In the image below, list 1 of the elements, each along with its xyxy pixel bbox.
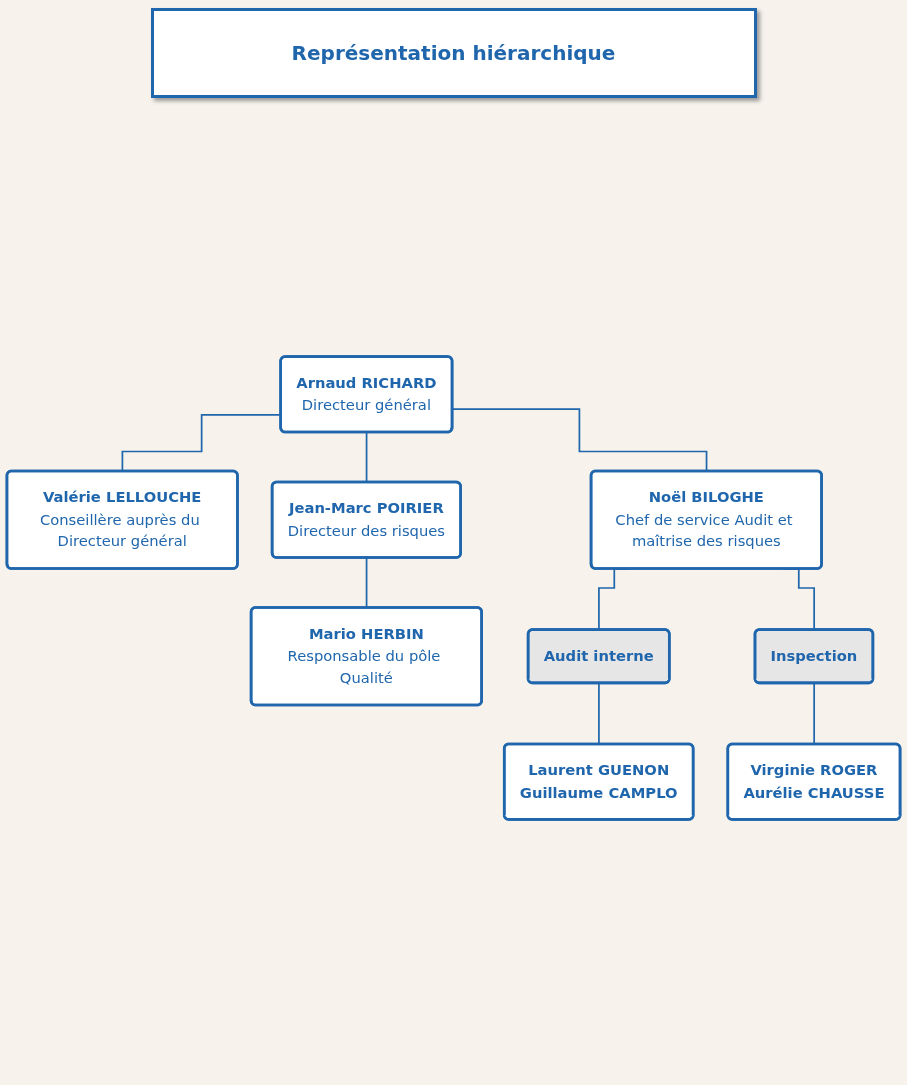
- title-box: Représentation hiérarchique: [150, 8, 757, 98]
